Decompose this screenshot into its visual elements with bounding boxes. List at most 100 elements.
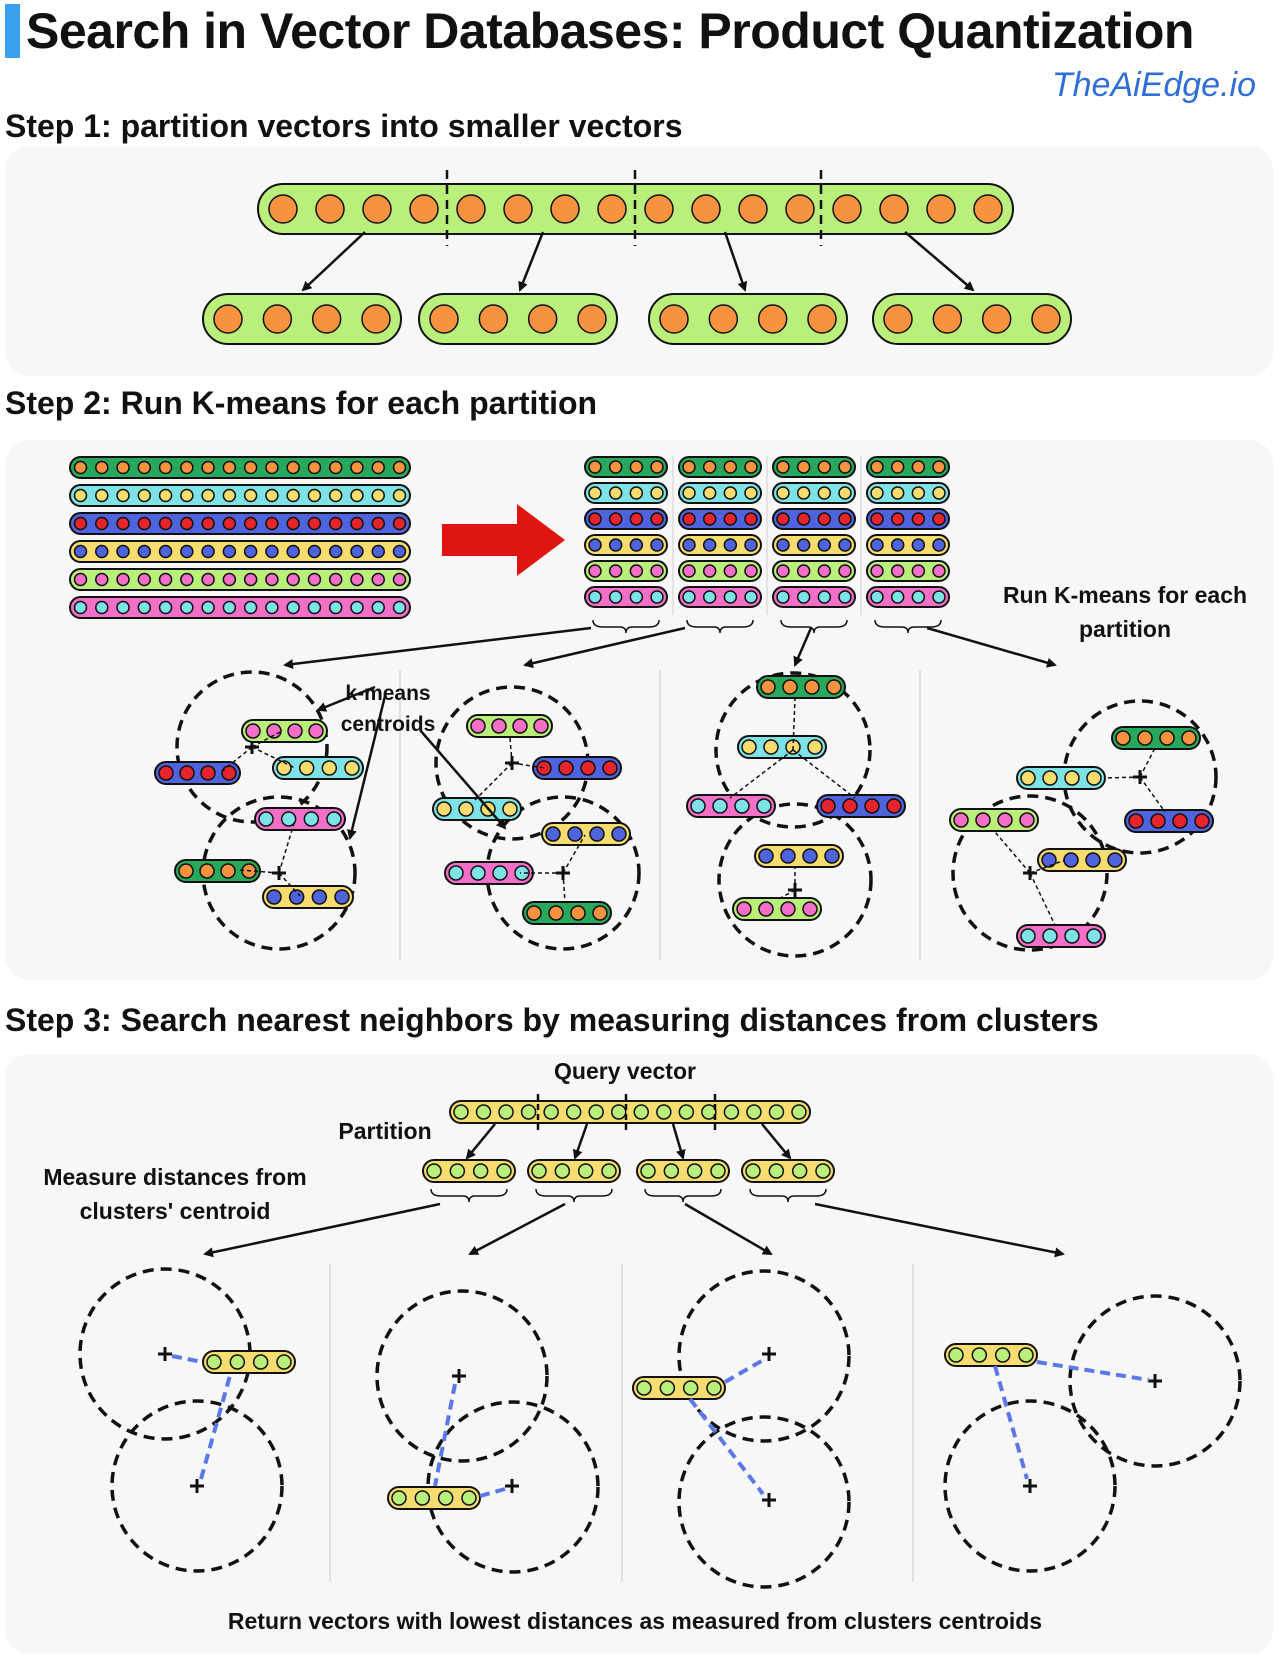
vector-dot: [650, 512, 664, 526]
vector-dot: [265, 544, 279, 559]
vector-dot: [953, 812, 969, 828]
vector-pill: [154, 761, 241, 785]
vector-dot: [702, 590, 717, 604]
arrow: [572, 1123, 589, 1160]
vector-dot: [864, 798, 880, 814]
vector-dot: [838, 590, 852, 604]
vector-dot: [796, 512, 811, 526]
vector-dot: [286, 488, 300, 503]
vector-dot: [429, 304, 459, 334]
distance-line: [792, 697, 796, 751]
vector-dot: [116, 516, 130, 531]
vector-dot: [608, 512, 623, 526]
vector-dot: [533, 718, 549, 734]
vector-dot: [243, 572, 258, 587]
vector-pill: [584, 586, 668, 608]
vector-dot: [744, 564, 758, 578]
vector-pill: [387, 1486, 481, 1510]
vector-dot: [475, 1104, 492, 1120]
vector-dot: [116, 600, 130, 615]
vector-dot: [470, 865, 486, 881]
vector-dot: [1019, 812, 1035, 828]
vector-dot: [838, 486, 852, 500]
vector-dot: [392, 600, 407, 615]
partition-brace: [749, 1188, 827, 1203]
vector-pill: [262, 885, 354, 909]
vector-pill: [202, 1350, 296, 1374]
vector-dot: [222, 600, 237, 615]
vector-dot: [817, 538, 832, 552]
vector-dot: [307, 600, 322, 615]
vector-dot: [636, 1380, 652, 1396]
vector-dot: [608, 590, 623, 604]
vector-dot: [932, 590, 946, 604]
vector-dot: [180, 572, 194, 587]
vector-dot: [1115, 730, 1131, 746]
vector-pill: [678, 508, 762, 530]
vector-dot: [158, 460, 173, 475]
vector-dot: [782, 679, 798, 695]
vector-dot: [706, 1380, 722, 1396]
vector-dot: [723, 590, 738, 604]
vector-dot: [73, 572, 88, 587]
vector-dot: [392, 516, 407, 531]
vector-dot: [350, 572, 364, 587]
brand-link[interactable]: TheAiEdge.io: [1051, 66, 1256, 104]
vector-dot: [756, 798, 772, 814]
distance-line: [1104, 776, 1141, 779]
step2-title: Step 2: Run K-means for each partition: [5, 385, 598, 421]
distance-line: [1139, 776, 1166, 813]
step3-title: Step 3: Search nearest neighbors by meas…: [5, 1002, 1099, 1038]
vector-dot: [503, 194, 533, 224]
distance-line: [433, 1383, 457, 1487]
vector-dot: [288, 889, 305, 905]
vector-dot: [686, 1163, 703, 1179]
vector-dot: [266, 889, 282, 905]
vector-pill: [254, 807, 346, 831]
vector-dot: [744, 512, 758, 526]
vector-pill: [174, 859, 261, 883]
vector-dot: [650, 564, 664, 578]
cluster-circle: [717, 802, 873, 958]
kmeans-centroids-label: k-means centroids: [340, 682, 436, 736]
cluster-circle: [110, 1399, 284, 1573]
vector-dot: [137, 600, 152, 615]
vector-pill: [422, 1159, 516, 1183]
vector-pill: [944, 1343, 1038, 1367]
vector-dot: [820, 798, 836, 814]
vector-dot: [265, 460, 279, 475]
vector-dot: [678, 1104, 695, 1120]
vector-dot: [545, 826, 561, 842]
arrow: [684, 1202, 773, 1256]
partition-brace: [535, 1188, 613, 1203]
vector-dot: [478, 304, 509, 334]
distance-line: [251, 746, 296, 769]
distance-line: [251, 731, 281, 748]
vector-dot: [932, 304, 963, 334]
vector-dot: [804, 679, 820, 695]
vector-dot: [328, 544, 343, 559]
arrow: [316, 685, 376, 712]
vector-dot: [222, 460, 237, 475]
vector-pill: [866, 482, 950, 504]
cluster-circle: [375, 1289, 549, 1463]
vector-dot: [137, 544, 152, 559]
vector-dot: [73, 488, 88, 503]
vector-dot: [243, 544, 258, 559]
vector-dot: [371, 460, 385, 475]
vector-dot: [280, 811, 297, 827]
vector-dot: [449, 1163, 466, 1179]
vector-dot: [610, 1104, 627, 1120]
vector-pill: [686, 794, 776, 818]
vector-dot: [95, 516, 109, 531]
step1-diagram: [202, 170, 1072, 345]
vector-dot: [222, 544, 237, 559]
vector-dot: [350, 460, 364, 475]
distance-line: [511, 762, 546, 769]
vector-dot: [1042, 928, 1058, 944]
vector-dot: [1181, 730, 1197, 746]
vector-dot: [746, 1104, 762, 1120]
vector-dot: [180, 544, 194, 559]
vector-dot: [890, 538, 905, 552]
vector-dot: [1041, 852, 1057, 868]
